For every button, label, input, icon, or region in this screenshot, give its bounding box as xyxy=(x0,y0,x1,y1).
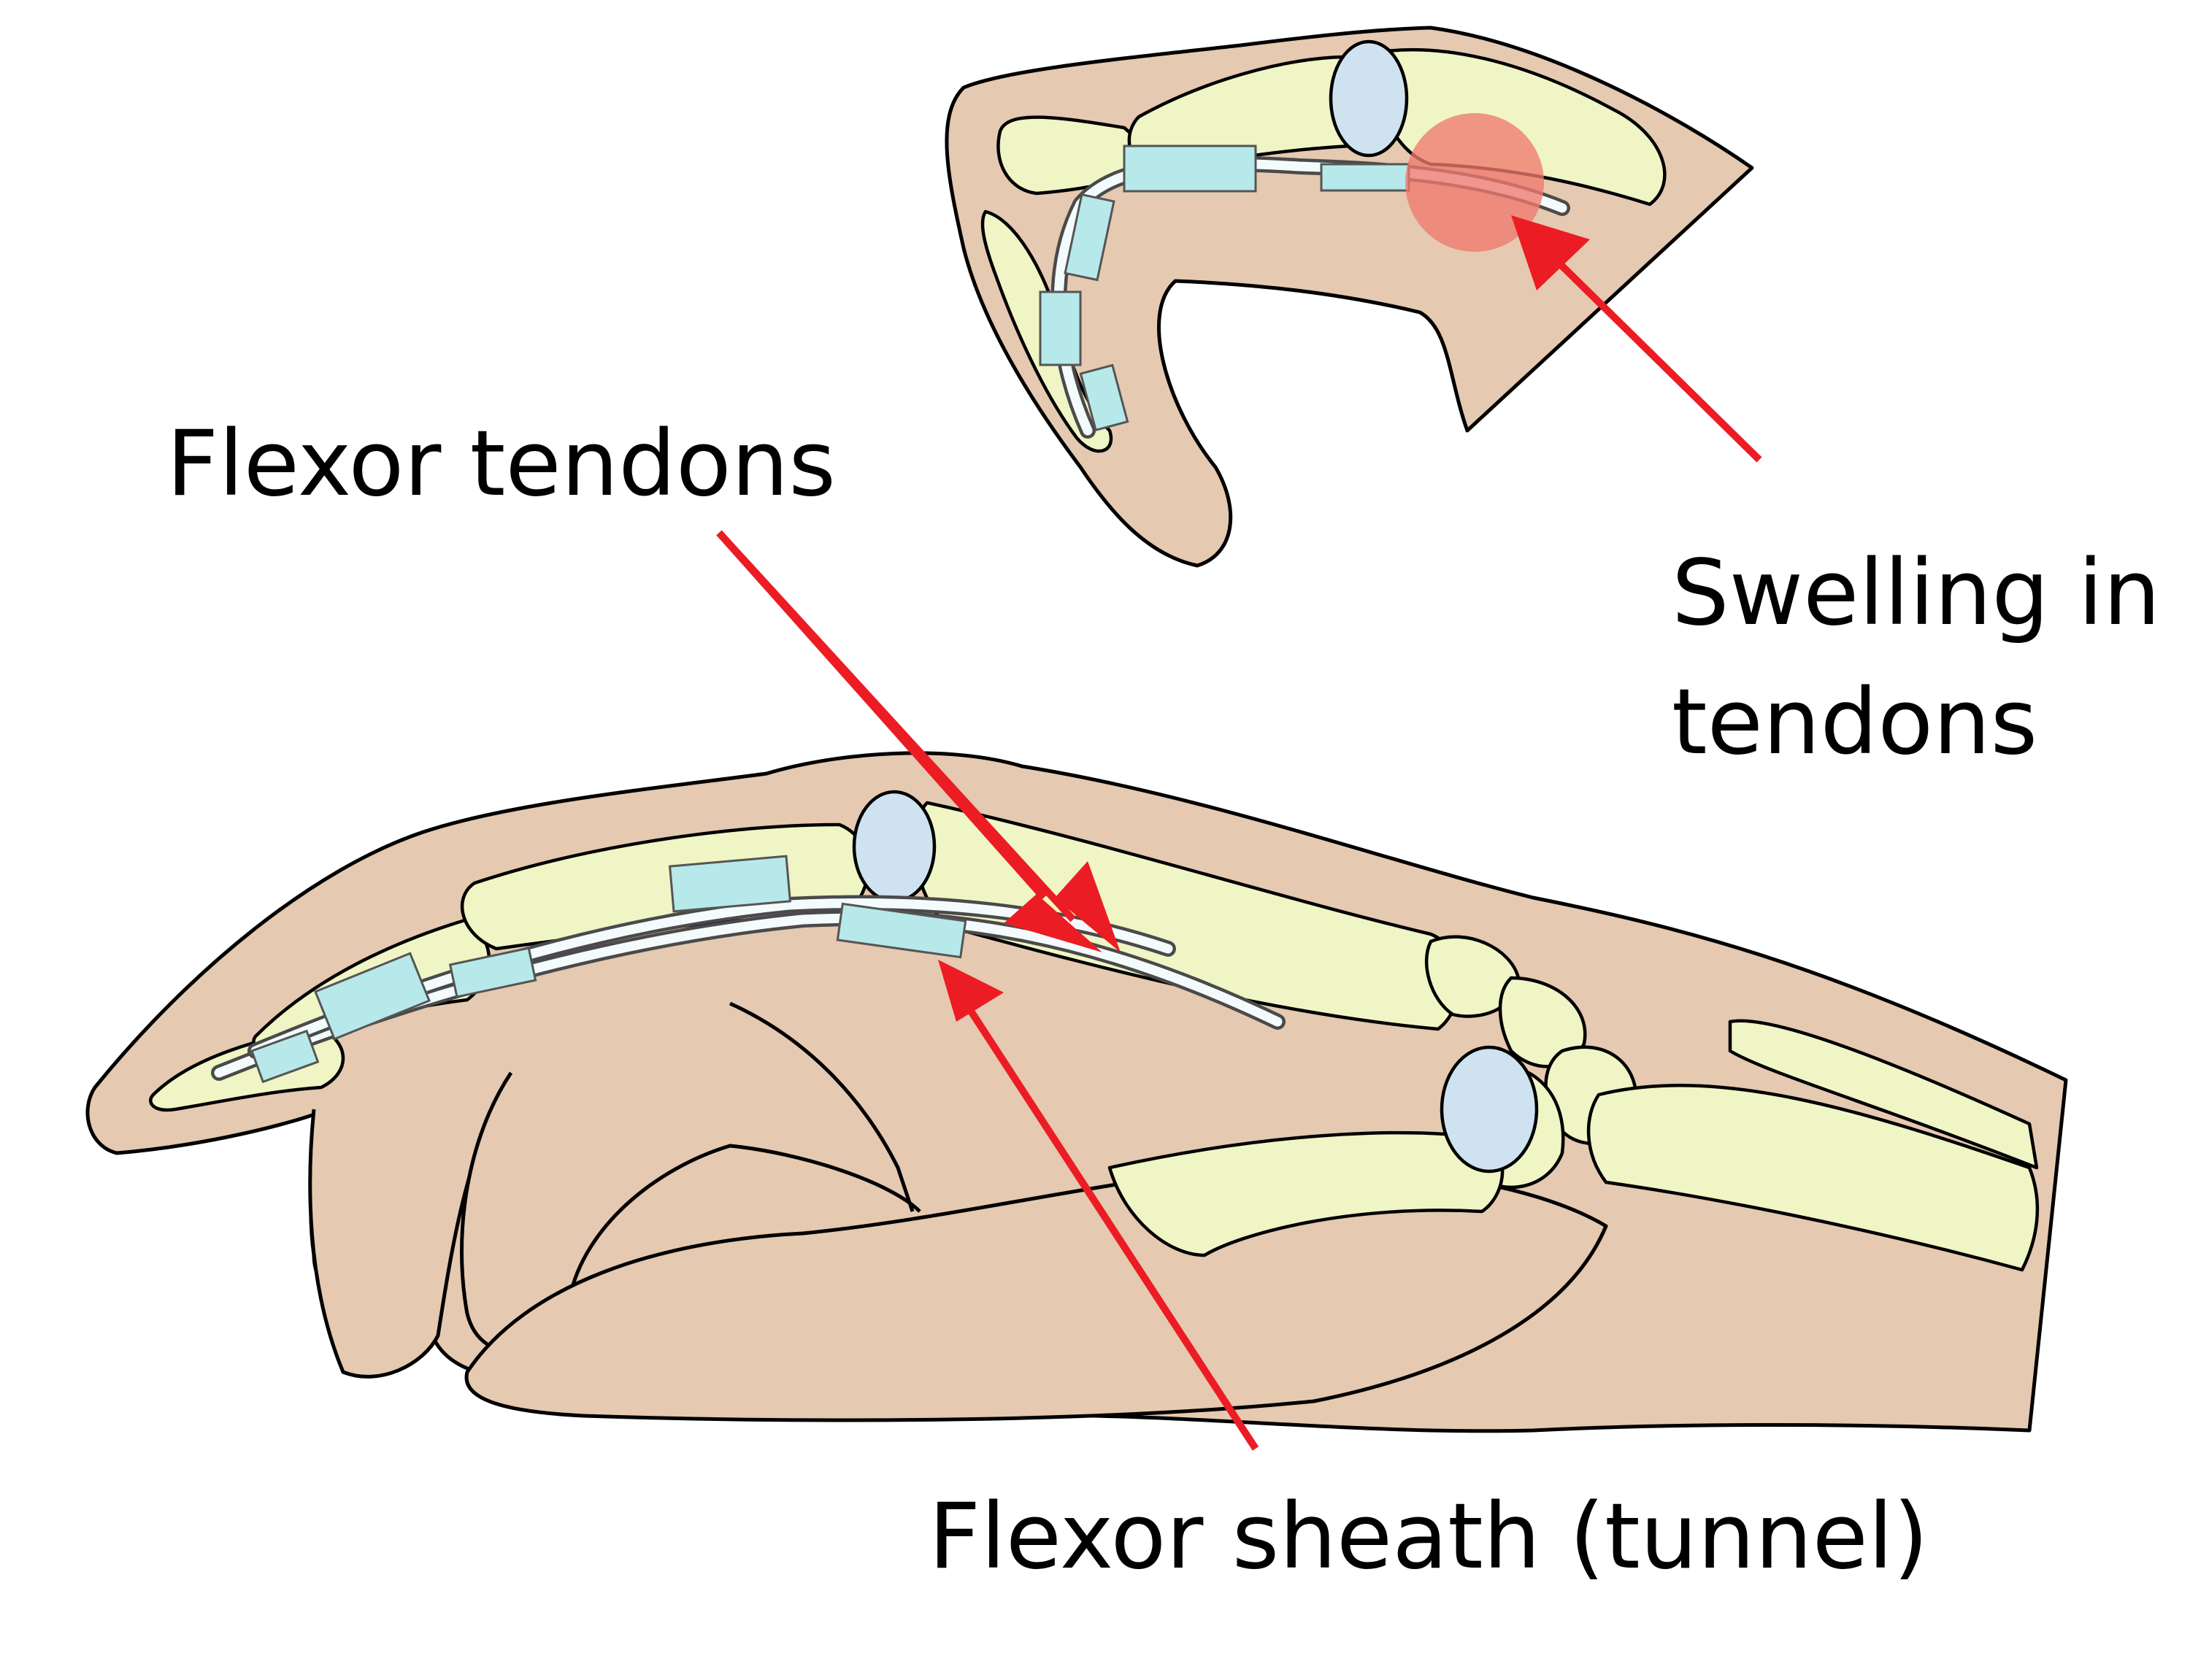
bent-finger-pulley xyxy=(1039,290,1082,366)
bent-finger-joint xyxy=(1329,39,1409,158)
bent-finger-proximal-phalanx xyxy=(1376,47,1667,207)
finger-pulley xyxy=(448,947,537,998)
bent-finger-pulley xyxy=(1079,363,1129,432)
bent-finger-illustration xyxy=(945,26,1754,568)
swelling-arrow xyxy=(1545,249,1762,463)
thumb-metacarpal xyxy=(1107,1130,1505,1257)
bent-finger-pulley xyxy=(1064,193,1115,282)
flexor-tendon-arrowhead-2 xyxy=(1055,861,1121,952)
ulna-bone xyxy=(1728,1019,2039,1170)
flexor-sheath-arrow xyxy=(960,998,1259,1451)
thumb xyxy=(464,1164,1608,1422)
label-flexor-tendons: Flexor tendons xyxy=(166,412,836,517)
finger-pulley xyxy=(314,952,431,1041)
flexor-tendon-arrowhead-1 xyxy=(1004,894,1102,952)
flexor-sheath-arrowhead xyxy=(938,960,1004,1022)
bent-finger-pulley xyxy=(1123,145,1257,193)
finger-pulley xyxy=(668,855,792,913)
label-swelling-line1: Swelling in xyxy=(1672,541,2161,646)
swelling-arrowhead xyxy=(1511,215,1590,290)
bent-finger-pulley xyxy=(1320,163,1410,192)
palm-crease xyxy=(729,1001,915,1212)
label-swelling-line2: tendons xyxy=(1672,670,2037,775)
extended-hand-illustration xyxy=(85,751,2068,1433)
wrist-joint xyxy=(1440,1045,1539,1174)
label-flexor-sheath: Flexor sheath (tunnel) xyxy=(929,1484,1929,1590)
annotation-arrows xyxy=(716,215,1762,1451)
flexor-tendon-arrow-2 xyxy=(716,530,1047,901)
finger-pulley xyxy=(250,1029,320,1084)
radius-bone xyxy=(1586,1084,2040,1272)
mcp-joint xyxy=(852,790,937,903)
flexor-sheath-pulley xyxy=(836,902,967,959)
tendon-swelling-marker xyxy=(1405,113,1544,252)
